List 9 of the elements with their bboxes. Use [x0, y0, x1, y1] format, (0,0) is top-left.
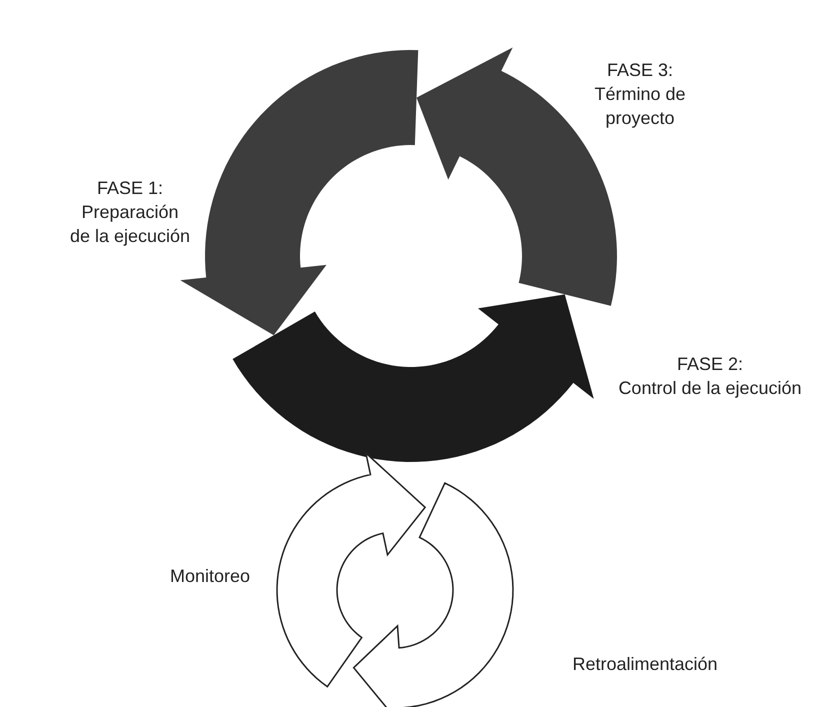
phase-label: Control de la ejecución — [617, 377, 803, 400]
phase-heading: FASE 3: — [606, 59, 674, 82]
process-label: Monitoreo — [168, 565, 252, 588]
phase-label: Término de proyecto — [593, 83, 687, 130]
phase-heading: FASE 2: — [676, 353, 744, 376]
phase-label: Preparación — [80, 201, 180, 224]
phase-label: de la ejecución — [68, 225, 192, 248]
phase-heading: FASE 1: — [96, 177, 164, 200]
process-label: Retroalimentación — [571, 653, 719, 676]
